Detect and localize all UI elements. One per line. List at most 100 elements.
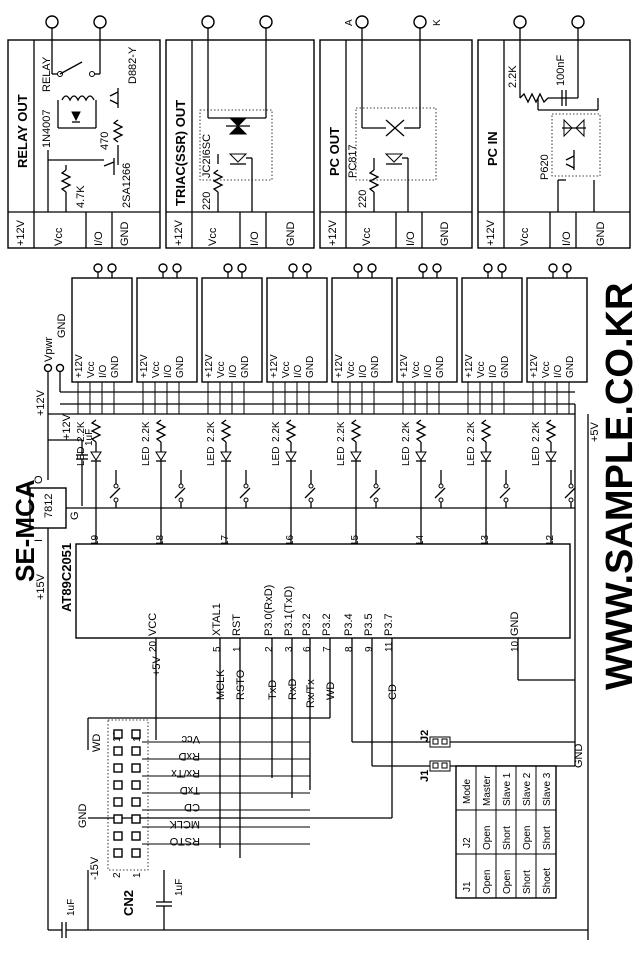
r-label: 220: [201, 192, 213, 210]
j2-label: J2: [419, 730, 431, 742]
a-label: A: [344, 19, 355, 26]
res-label: 2.2K: [76, 421, 87, 442]
terminal: [259, 15, 273, 29]
pin-label: I/O: [249, 231, 261, 246]
terminal: [201, 15, 215, 29]
slot-pin-label: +12V: [204, 354, 215, 378]
slot-terminal: [237, 263, 247, 273]
slot-box: [331, 277, 393, 383]
led-label: LED: [401, 447, 412, 466]
module-triac-out: TRIAC(SSR) OUT JC2I6SC 220 +12V Vcc I/O …: [165, 15, 315, 249]
pin-label: I/O: [405, 231, 417, 246]
cn2-pins: [113, 729, 141, 858]
pin-label: Vcc: [361, 227, 373, 246]
slot-terminal: [548, 263, 558, 273]
slot-pin-label: Vcc: [151, 361, 162, 378]
slot-pin-label: Vcc: [476, 361, 487, 378]
mcu-pin-num: 8: [344, 646, 355, 652]
table-cell: Short: [542, 826, 553, 850]
switch-icon: [308, 483, 314, 489]
cap-cn2-label: 1uF: [174, 879, 185, 896]
slot-pin-label: +12V: [74, 354, 85, 378]
slot-box: [461, 277, 523, 383]
reg-g-label: G: [69, 511, 81, 520]
slot-pin-label: Vcc: [541, 361, 552, 378]
table-cell: Short: [522, 870, 533, 894]
cn2-p2: 2: [112, 872, 123, 878]
cn2-pin: [113, 831, 123, 841]
mcu-pin-num: 20: [148, 640, 159, 652]
module-title: PC IN: [485, 131, 500, 166]
jumper-j1[interactable]: [429, 760, 451, 772]
switch-icon: [438, 483, 444, 489]
cn2-signal-label: RxD: [179, 750, 200, 762]
mclk-label: MCLK: [215, 669, 227, 700]
diode-label: 1N4007: [41, 109, 53, 148]
bottom-caps: 1uF 1uF: [48, 870, 588, 938]
power-section: Vpwr GND +12V +12V 1uF O 7812 I G SE-MCA…: [10, 314, 601, 940]
slot-box: [526, 277, 588, 383]
slot-pin-label: GND: [175, 356, 186, 378]
regulator-7812: [29, 487, 67, 529]
slot-terminal: [432, 263, 442, 273]
terminal: [45, 15, 59, 29]
mcu-pin-name: P3.2: [301, 613, 313, 636]
cn2-pin: [113, 729, 123, 739]
switch-icon: [113, 483, 119, 489]
table-header: J1: [462, 881, 473, 892]
slot-box: [396, 277, 458, 383]
res-label: 2.2K: [206, 421, 217, 442]
pin-label: I/O: [93, 231, 105, 246]
cn2-signal-label: MCLK: [169, 818, 200, 830]
website-label: WWW.SAMPLE.CO.KR: [599, 283, 640, 690]
led-icon: [545, 451, 557, 461]
cn2-signal-label: Rx/Tx: [171, 767, 200, 779]
slot-terminal: [223, 263, 233, 273]
table-cell: Open: [482, 826, 493, 850]
cn2-wd-label: WD: [91, 734, 103, 752]
slot-pin-label: Vcc: [86, 361, 97, 378]
switch-icon: [503, 483, 509, 489]
v5-top-label: +5V: [589, 421, 601, 442]
table-cell: Open: [502, 870, 513, 894]
res-label: 2.2K: [271, 421, 282, 442]
mcu-pin-num: 10: [510, 640, 521, 652]
slot-pin-label: I/O: [553, 364, 564, 378]
slot-pin-label: I/O: [423, 364, 434, 378]
tr1-label: D882-Y: [127, 46, 139, 84]
jumper-j2[interactable]: [429, 736, 451, 748]
v12-label-2: +12V: [61, 413, 73, 440]
slot-pin-label: GND: [305, 356, 316, 378]
gnd-right-label: GND: [573, 744, 585, 769]
mcu-pin-num: 6: [302, 646, 313, 652]
mcu-pin-name: P3.2: [321, 613, 333, 636]
cn2-pin: [131, 848, 141, 858]
vpwr-label: Vpwr: [43, 337, 55, 362]
slot-pin-label: +12V: [334, 354, 345, 378]
cn2-signal-label: CD: [184, 801, 200, 813]
led-icon: [220, 451, 232, 461]
mcu-pin-num: 7: [322, 646, 333, 652]
k-label: K: [432, 19, 443, 26]
channel-slots: +12VVccI/OGNDLED2.2K19P1.7+12VVccI/OGNDL…: [71, 263, 588, 590]
mcu-pin-num: 9: [364, 646, 375, 652]
switch-icon: [373, 483, 379, 489]
slot-pin-label: I/O: [293, 364, 304, 378]
table-cell: Slave 2: [522, 772, 533, 806]
pin-label: I/O: [561, 231, 573, 246]
terminal-k: [413, 15, 427, 29]
v15-label: +15V: [35, 573, 47, 600]
slot-pin-label: Vcc: [346, 361, 357, 378]
slot-box: [136, 277, 198, 383]
r-label: 2.2K: [507, 65, 519, 88]
mcu-pin-num: 2: [264, 646, 275, 652]
part-label: JC2I6SC: [201, 134, 213, 178]
mcu-pin-name: P3.7: [383, 613, 395, 636]
board-title: SE-MCA: [10, 479, 40, 582]
slot-terminal: [367, 263, 377, 273]
led-label: LED: [466, 447, 477, 466]
